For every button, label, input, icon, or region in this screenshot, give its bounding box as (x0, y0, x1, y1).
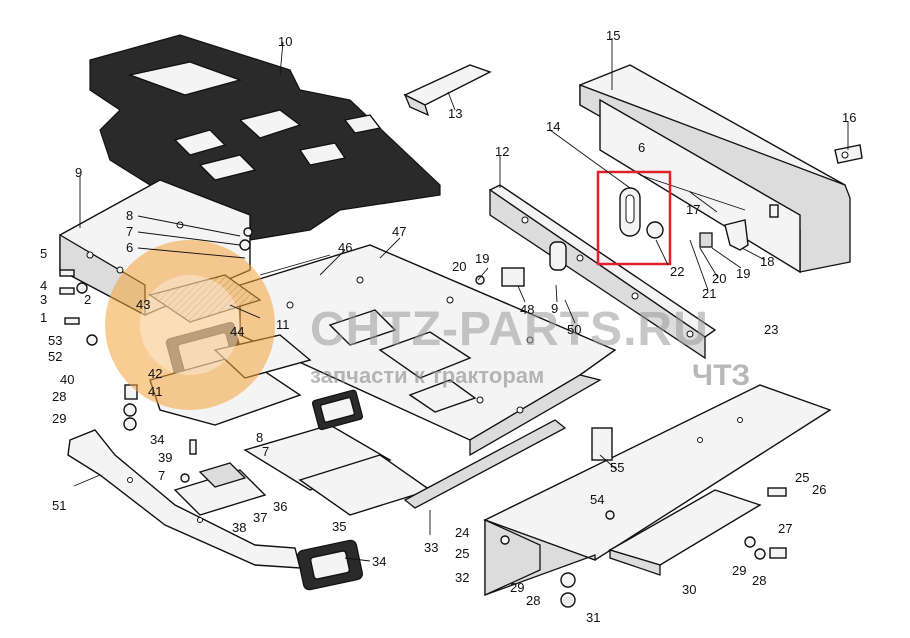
callout-43: 43 (136, 297, 150, 312)
part-14-latch-assembly (475, 174, 749, 287)
part-12-long-bar (488, 184, 717, 360)
callout-9-mid: 9 (551, 301, 558, 316)
callout-5: 5 (40, 246, 47, 261)
callout-25-right: 25 (795, 470, 809, 485)
callout-40: 40 (60, 372, 74, 387)
callout-7-bottom: 7 (158, 468, 165, 483)
watermark-sub-text: запчасти к тракторам (310, 363, 544, 388)
callout-9-left: 9 (75, 165, 82, 180)
part-34-gasket (297, 539, 363, 591)
callout-8-left: 8 (126, 208, 133, 223)
callout-16: 16 (842, 110, 856, 125)
callout-24: 24 (455, 525, 469, 540)
callout-10: 10 (278, 34, 292, 49)
callout-34-bottom: 34 (372, 554, 386, 569)
callout-50: 50 (567, 322, 581, 337)
callout-30: 30 (682, 582, 696, 597)
callout-54: 54 (590, 492, 604, 507)
part-15-box (579, 64, 851, 274)
fasteners (59, 227, 787, 608)
callout-17: 17 (686, 202, 700, 217)
callout-21: 21 (702, 286, 716, 301)
part-35-36-plates (243, 389, 432, 516)
callout-18: 18 (760, 254, 774, 269)
callout-22: 22 (670, 264, 684, 279)
callout-14: 14 (546, 119, 560, 134)
watermark-brand-text: ЧТЗ (692, 359, 750, 392)
callout-13: 13 (448, 106, 462, 121)
highlight-box (596, 170, 672, 266)
watermark-main-text: CHTZ-PARTS.RU (310, 303, 709, 356)
callout-42: 42 (148, 366, 162, 381)
callout-8-bottom: 8 (256, 430, 263, 445)
callout-41: 41 (148, 384, 162, 399)
callout-34-left: 34 (150, 432, 164, 447)
callout-28-left: 28 (52, 389, 66, 404)
callout-32: 32 (455, 570, 469, 585)
callout-53: 53 (48, 333, 62, 348)
callout-27: 27 (778, 521, 792, 536)
callout-39: 39 (158, 450, 172, 465)
callout-20-right: 20 (712, 271, 726, 286)
callout-15: 15 (606, 28, 620, 43)
callout-55: 55 (610, 460, 624, 475)
watermark: CHTZ-PARTS.RU запчасти к тракторам ЧТЗ (105, 240, 750, 410)
callout-7-left: 7 (126, 224, 133, 239)
callout-3: 3 (40, 292, 47, 307)
callout-11: 11 (276, 317, 290, 332)
callout-29-left: 29 (52, 411, 66, 426)
part-33-strip (403, 419, 567, 509)
callout-31: 31 (586, 610, 600, 625)
callout-52: 52 (48, 349, 62, 364)
callout-23: 23 (764, 322, 778, 337)
callout-37: 37 (253, 510, 267, 525)
part-30-step (608, 489, 762, 576)
callout-29-right: 29 (732, 563, 746, 578)
callout-20-mid: 20 (452, 259, 466, 274)
callout-29-bottom: 29 (510, 580, 524, 595)
part-13-bracket (403, 64, 492, 117)
callout-19-right: 19 (736, 266, 750, 281)
callout-35: 35 (332, 519, 346, 534)
callout-26: 26 (812, 482, 826, 497)
part-16-tag (834, 144, 863, 164)
callout-47: 47 (392, 224, 406, 239)
callout-38: 38 (232, 520, 246, 535)
callout-2: 2 (84, 292, 91, 307)
callout-25-bottom: 25 (455, 546, 469, 561)
callout-labels: 10 13 15 16 14 6 12 9 8 7 6 46 47 17 22 … (40, 28, 856, 625)
callout-44: 44 (230, 324, 244, 339)
callout-19-mid: 19 (475, 251, 489, 266)
callout-46: 46 (338, 240, 352, 255)
part-46-47-floor-plate (239, 244, 617, 457)
callout-48: 48 (520, 302, 534, 317)
callout-6-top: 6 (638, 140, 645, 155)
part-23-55-side-panel (483, 384, 832, 597)
callout-28-bottom: 28 (526, 593, 540, 608)
part-37-38-plates (173, 462, 267, 516)
callout-6-left: 6 (126, 240, 133, 255)
callout-33: 33 (424, 540, 438, 555)
callout-12: 12 (495, 144, 509, 159)
callout-28-right: 28 (752, 573, 766, 588)
watermark-gear-logo (105, 240, 275, 410)
callout-7-bottom-right: 7 (262, 444, 269, 459)
callout-51: 51 (52, 498, 66, 513)
callout-36: 36 (273, 499, 287, 514)
callout-1: 1 (40, 310, 47, 325)
callout-4: 4 (40, 278, 47, 293)
leader-lines (73, 38, 849, 562)
